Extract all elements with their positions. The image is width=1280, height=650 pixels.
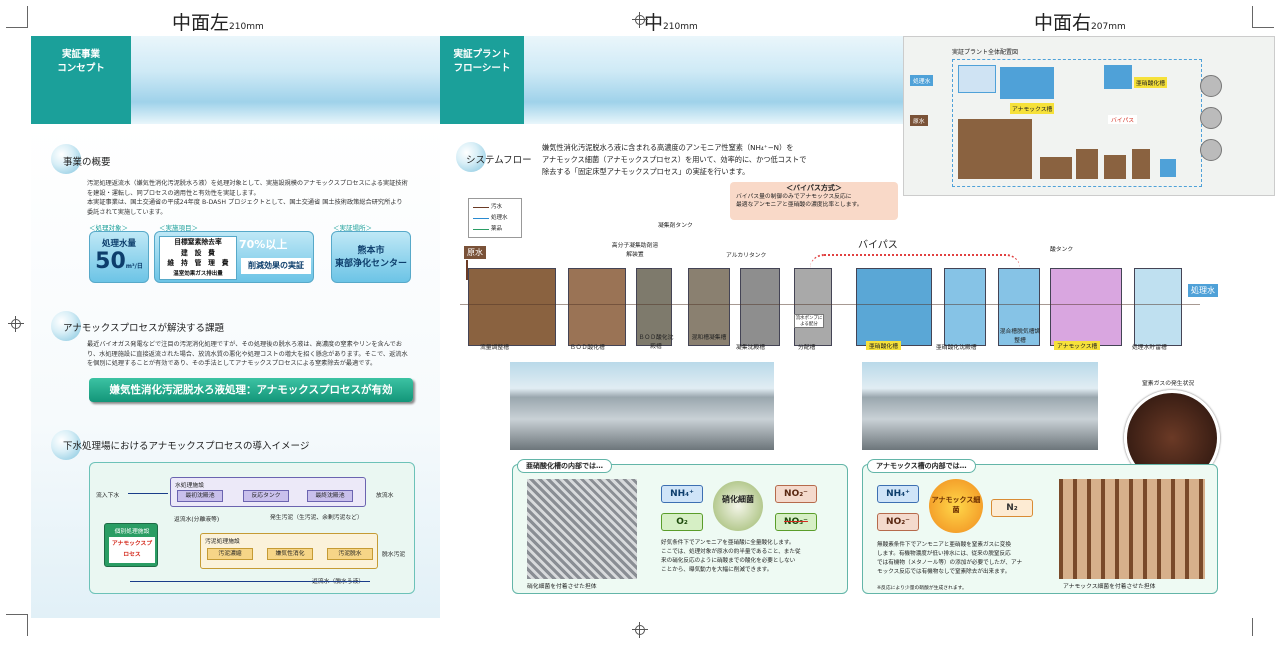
section-title: 事業の概要: [63, 157, 111, 168]
gas-caption: 窒素ガスの発生状況: [1142, 381, 1195, 387]
section-title: システムフロー: [466, 155, 532, 166]
nitritation-text: 好気条件下でアンモニアを亜硝酸に全量酸化します。ここでは、処理対象が原水の約半量…: [661, 540, 801, 573]
tank: [998, 268, 1040, 346]
tank: [1050, 268, 1122, 346]
tank-label: ＢＯＤ酸化沈殿槽: [638, 335, 674, 350]
tag-items: ＜実施項目＞: [159, 224, 198, 232]
tank: [944, 268, 986, 346]
crop-mark: [1252, 6, 1274, 28]
tank: [688, 268, 730, 346]
registration-mark: [8, 316, 24, 332]
bypass-line: [810, 254, 1020, 268]
problem-text: 最近バイオガス発電などで注目の汚泥消化処理ですが、その処理後の脱水ろ液は、高濃度…: [87, 341, 408, 367]
left-panel-header: 中面左210mm: [172, 12, 264, 34]
chem-label: 酸タンク: [1050, 247, 1074, 253]
bypass-callout: ＜バイパス方式＞ バイパス量の制御のみでアナモックス反応に最適なアンモニアと亜硝…: [730, 182, 898, 220]
tank-label: ＢＯＤ酸化槽: [570, 345, 605, 351]
tank: [740, 268, 780, 346]
tank-label: 凝集沈殿槽: [736, 345, 765, 351]
plant-map: 実証プラント全体配置図 処理水 原水 アナモックス槽 亜硝酸化槽 バイパス: [903, 36, 1275, 196]
registration-mark: [632, 622, 648, 638]
anammox-banner: 嫌気性消化汚泥脱水ろ液処理：アナモックスプロセスが有効: [89, 378, 413, 402]
bypass-label: バイパス: [858, 240, 898, 251]
registration-mark: [632, 12, 648, 28]
tank-label: 処理水貯留槽: [1132, 345, 1167, 351]
tank: [1134, 268, 1182, 346]
anammox-text: 無酸素条件下でアンモニアと亜硝酸を窒素ガスに変換します。有機物濃度が低い排水には…: [877, 542, 1023, 575]
tag-location: ＜実証場所＞: [333, 224, 372, 232]
location-box: 熊本市東部浄化センター: [331, 231, 411, 283]
chem-label: 高分子凝集助剤溶解装置: [611, 243, 659, 258]
section-ball: [51, 144, 81, 174]
chem-label: アルカリタンク: [726, 253, 767, 259]
section-ball: [51, 311, 81, 341]
nitritation-detail: 亜硝酸化槽の内部では… 硝化細菌を付着させた担体 NH₄⁺ O₂ 硝化細菌 NO…: [512, 459, 848, 594]
tag-target: ＜処理対象＞: [89, 224, 128, 232]
items-box: 目標窒素除去率建 設 費維 持 管 理 費温室効果ガス排出量 70%以上 削減効…: [154, 231, 314, 283]
tank-label: 亜硝酸化沈殿槽: [936, 345, 977, 351]
tank: [636, 268, 672, 346]
concept-badge: 実証事業コンセプト: [31, 36, 131, 124]
section-title: アナモックスプロセスが解決する課題: [63, 323, 225, 334]
tank: [468, 268, 556, 346]
flowsheet-badge: 実証プラントフローシート: [440, 36, 524, 124]
crop-mark: [6, 6, 28, 28]
tank-label: 亜硝酸化槽: [866, 341, 901, 350]
right-panel-header: 中面右207mm: [1034, 12, 1126, 34]
raw-water-label: 原水: [464, 246, 486, 259]
tank: [794, 268, 832, 346]
center-right-panel: 実証プラントフローシート 実証プラント全体配置図 処理水 原水 アナモックス槽 …: [440, 36, 1276, 618]
tank: [568, 268, 626, 346]
section-ball: [456, 142, 486, 172]
center-panel-header: 中210mm: [644, 12, 698, 34]
chem-label: 凝集剤タンク: [658, 223, 693, 229]
section-title: 下水処理場におけるアナモックスプロセスの導入イメージ: [63, 441, 310, 452]
tank-label: 分配槽: [798, 345, 816, 351]
tank-label: 混和槽凝集槽: [691, 335, 727, 341]
treated-water-label: 処理水: [1188, 284, 1218, 297]
left-panel: 実証事業コンセプト 事業の概要 汚泥処理返流水（嫌気性消化汚泥脱水ろ液）を処理対…: [31, 36, 440, 618]
overview-text: 汚泥処理返流水（嫌気性消化汚泥脱水ろ液）を処理対象として、実施設規模のアナモック…: [87, 180, 408, 216]
legend: 汚水処理水薬品: [468, 198, 522, 238]
bypass-note: 流水ポンプによる配分: [794, 314, 824, 328]
plant-photo: [862, 362, 1098, 450]
flow-text: 嫌気性消化汚泥脱水ろ液に含まれる高濃度のアンモニア性窒素（NH₄⁺−N）をアナモ…: [542, 143, 807, 176]
crop-mark: [6, 614, 28, 636]
tank: [856, 268, 932, 346]
plant-photo: [510, 362, 774, 450]
tank-label: アナモックス槽: [1054, 341, 1101, 350]
volume-box: 処理水量 50m³/日: [89, 231, 149, 283]
tank-label: 流量調整槽: [480, 345, 509, 351]
section-ball: [51, 430, 81, 460]
intro-diagram: 流入下水 水処理施設 最初沈殿池 反応タンク 最終沈殿池 放流水 発生汚泥（生汚…: [89, 462, 415, 594]
tank-label: 混合槽脱気槽調整槽: [999, 329, 1041, 344]
anammox-detail: アナモックス槽の内部では… NH₄⁺ NO₂⁻ アナモックス細菌 N₂ 無酸素条…: [862, 459, 1218, 594]
